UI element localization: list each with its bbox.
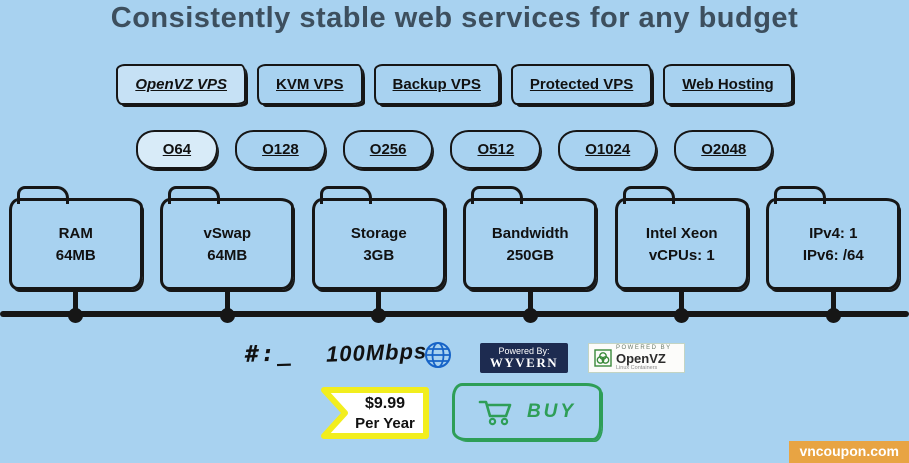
openvz-badge-text: POWERED BY OpenVZ Linux Containers (616, 345, 672, 371)
spec-column-storage: Storage 3GB (304, 183, 454, 323)
spec-name: Intel Xeon (645, 224, 718, 242)
folder-icon: Intel Xeon vCPUs: 1 (614, 186, 749, 290)
spec-column-cpu: Intel Xeon vCPUs: 1 (607, 183, 757, 323)
wyvern-badge: Powered By: WYVERN (480, 343, 568, 373)
plan-o512[interactable]: O512 (450, 130, 542, 169)
plan-o256[interactable]: O256 (342, 130, 434, 169)
connector-dot (522, 308, 538, 323)
timeline-rail (0, 311, 909, 317)
spec-column-ram: RAM 64MB (1, 183, 151, 323)
page-title: Consistently stable web services for any… (110, 2, 799, 34)
spec-folders: RAM 64MB vSwap 64MB Storage 3GB Bandwi (0, 183, 909, 323)
openvz-logo-icon (594, 349, 612, 367)
connector-dot (68, 308, 84, 323)
spec-name: vSwap (203, 224, 252, 242)
connector-stem (73, 290, 79, 311)
plan-o128[interactable]: O128 (235, 130, 326, 169)
tab-openvz-vps[interactable]: OpenVZ VPS (116, 64, 247, 105)
spec-name: RAM (58, 224, 93, 242)
price-amount: $9.99 (364, 394, 406, 412)
plan-o64[interactable]: O64 (135, 130, 219, 169)
folder-icon: vSwap 64MB (160, 186, 295, 290)
buy-button-label: BUY (526, 401, 577, 422)
wyvern-powered-by-label: Powered By: (498, 346, 550, 356)
spec-value: 64MB (55, 246, 96, 264)
spec-column-vswap: vSwap 64MB (152, 183, 302, 323)
openvz-subtitle: Linux Containers (616, 365, 658, 371)
connector-dot (825, 308, 841, 323)
tab-backup-vps[interactable]: Backup VPS (373, 64, 500, 105)
folder-icon: IPv4: 1 IPv6: /64 (766, 186, 901, 290)
price-tag-shape (321, 387, 429, 439)
connector-stem (527, 290, 533, 311)
buy-button[interactable]: BUY (452, 383, 602, 441)
spec-name: Storage (350, 224, 407, 242)
price-text: $9.99 Per Year (341, 384, 429, 442)
spec-column-bandwidth: Bandwidth 250GB (455, 183, 605, 323)
plan-selector: O64 O128 O256 O512 O1024 O2048 (0, 130, 909, 169)
spec-value: 64MB (207, 246, 248, 264)
wyvern-logo-text: WYVERN (489, 355, 559, 370)
tab-web-hosting[interactable]: Web Hosting (663, 64, 793, 105)
globe-icon (425, 342, 451, 368)
folder-icon: RAM 64MB (8, 186, 143, 290)
connector-dot (674, 308, 690, 323)
tab-kvm-vps[interactable]: KVM VPS (257, 64, 363, 105)
openvz-logo-text: OpenVZ (616, 351, 666, 366)
folder-icon: Storage 3GB (311, 186, 446, 290)
spec-value: vCPUs: 1 (648, 246, 715, 264)
watermark: vncoupon.com (789, 441, 909, 463)
spec-column-ip: IPv4: 1 IPv6: /64 (758, 183, 908, 323)
spec-value: 250GB (506, 246, 555, 264)
cart-icon (478, 400, 512, 426)
openvz-powered-by-label: POWERED BY (616, 345, 672, 351)
spec-value: 3GB (363, 246, 395, 264)
folder-icon: Bandwidth 250GB (463, 186, 598, 290)
plan-o1024[interactable]: O1024 (558, 130, 658, 169)
service-tabs: OpenVZ VPS KVM VPS Backup VPS Protected … (0, 64, 909, 105)
price-tag: $9.99 Per Year (315, 384, 433, 442)
plan-o2048[interactable]: O2048 (674, 130, 774, 169)
connector-dot (219, 308, 235, 323)
connector-stem (679, 290, 685, 311)
tab-protected-vps[interactable]: Protected VPS (510, 64, 653, 105)
price-period: Per Year (355, 414, 415, 432)
connector-stem (830, 290, 836, 311)
connector-stem (376, 290, 382, 311)
spec-name: IPv4: 1 (809, 224, 858, 242)
network-speed-label: 100Mbps (325, 338, 428, 367)
spec-name: Bandwidth (491, 224, 569, 242)
openvz-badge: POWERED BY OpenVZ Linux Containers (588, 343, 685, 373)
terminal-icon: #:_ (244, 340, 293, 368)
spec-value: IPv6: /64 (802, 246, 864, 264)
connector-dot (371, 308, 387, 323)
connector-stem (224, 290, 230, 311)
